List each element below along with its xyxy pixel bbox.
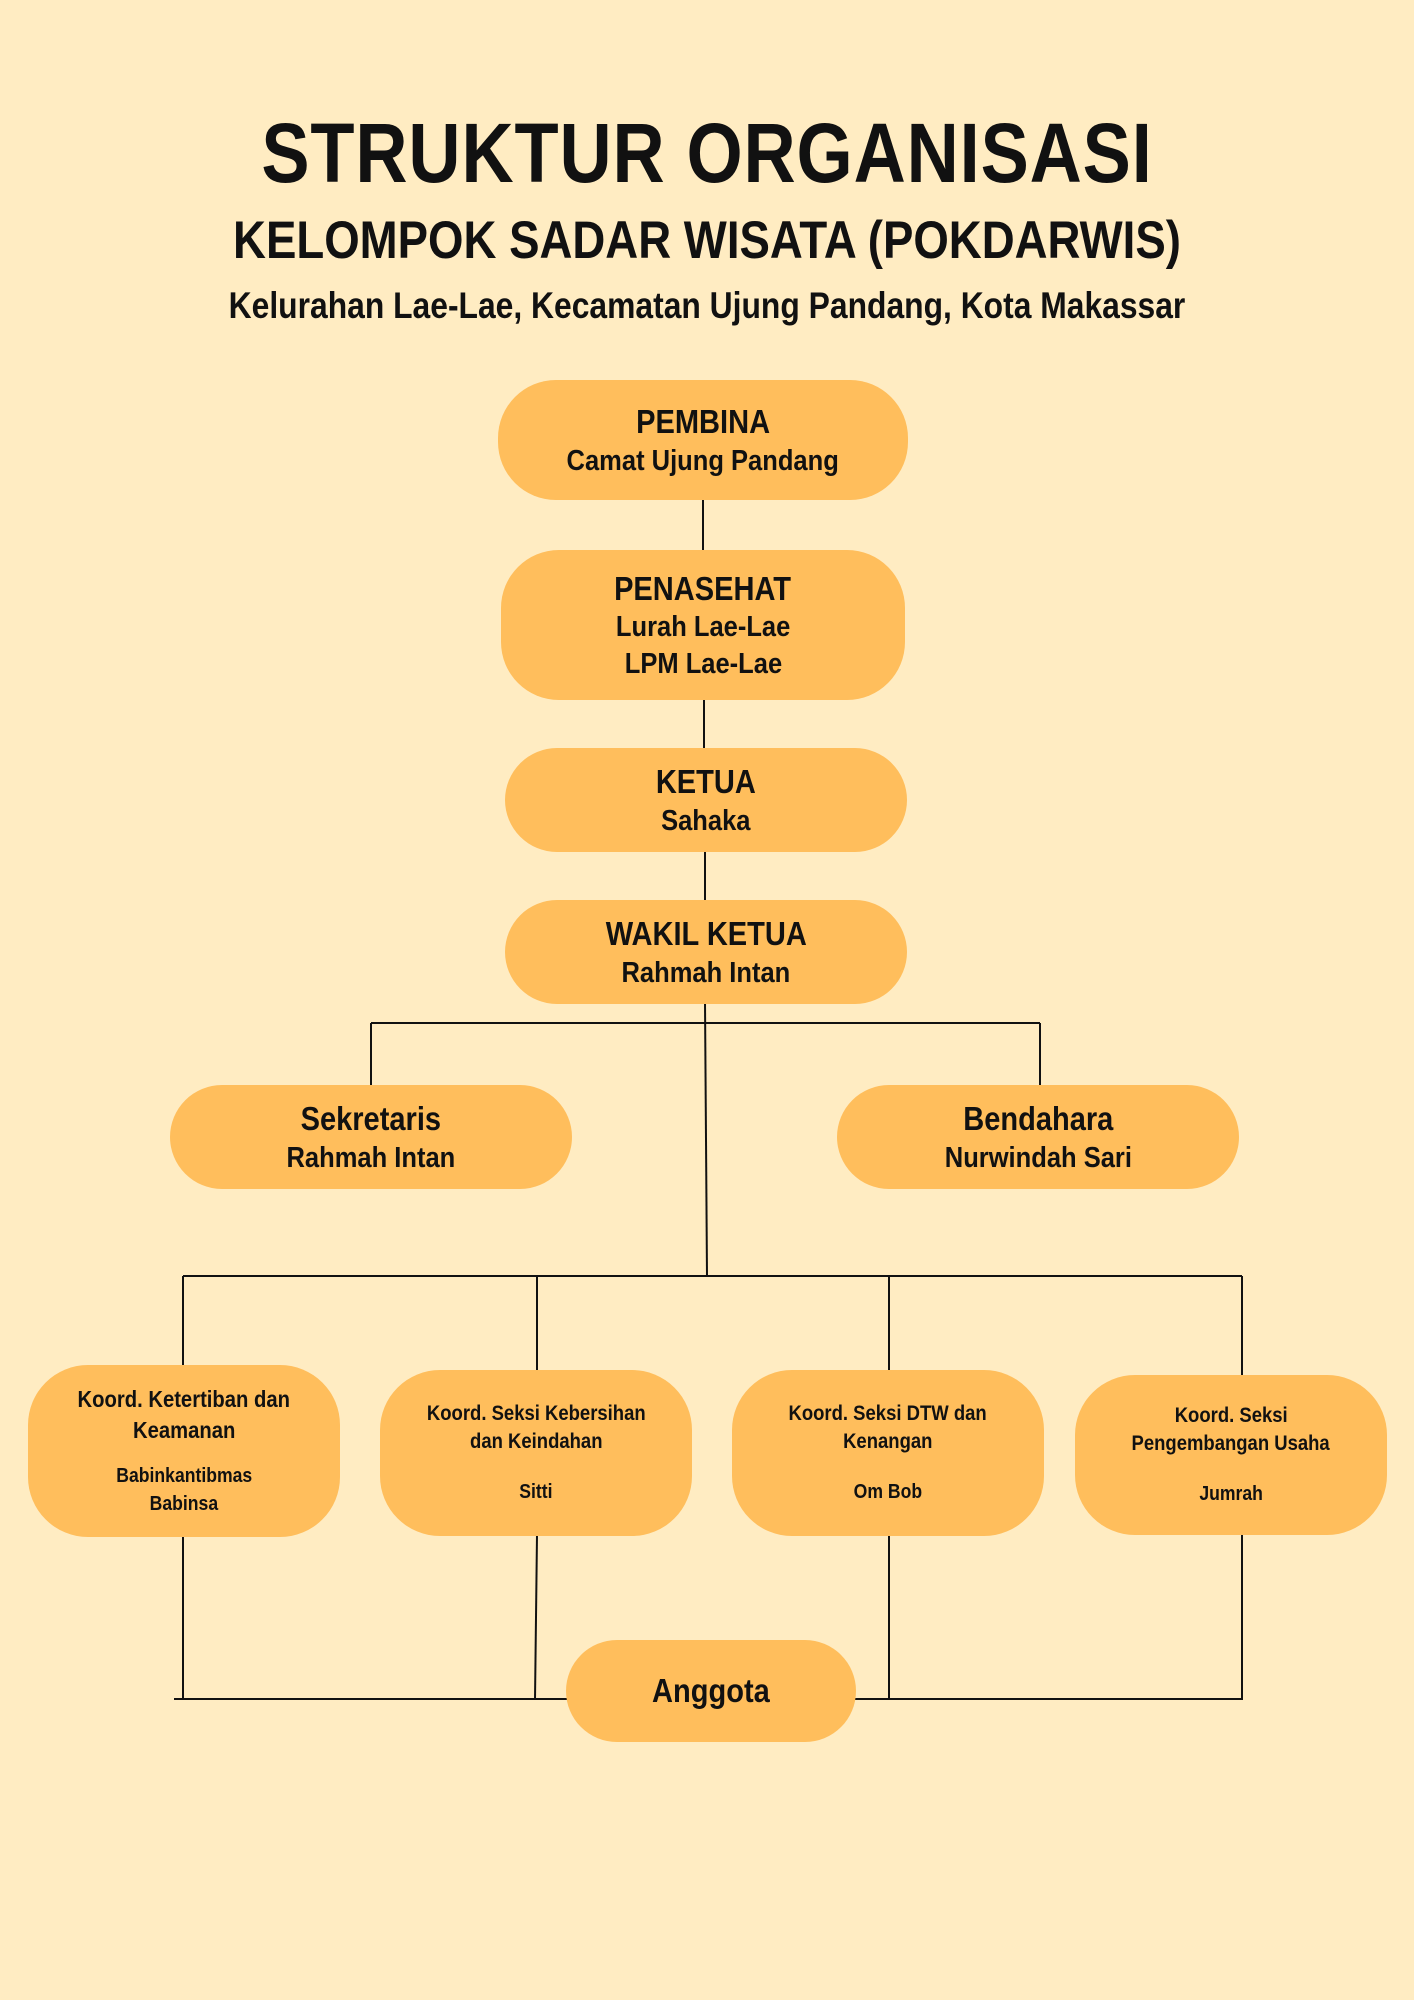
location-line: Kelurahan Lae-Lae, Kecamatan Ujung Panda… [228,285,1186,326]
node-role: Koord. Seksi [1174,1403,1288,1427]
node-name: Nurwindah Sari [944,1141,1132,1174]
node-ketua: KETUA Sahaka [505,748,907,852]
node-bendahara: Bendahara Nurwindah Sari [837,1085,1239,1189]
node-name: Babinkantibmas [116,1465,252,1488]
node-koord-usaha: Koord. Seksi Pengembangan Usaha Jumrah [1075,1375,1387,1535]
node-anggota: Anggota [566,1640,856,1742]
node-role: Koord. Seksi Kebersihan [426,1401,646,1425]
node-role: Sekretaris [300,1100,442,1138]
node-role: Kenangan [843,1430,933,1453]
node-role: Bendahara [962,1100,1114,1138]
page-subtitle: KELOMPOK SADAR WISATA (POKDARWIS) [233,211,1181,270]
node-penasehat: PENASEHAT Lurah Lae-Lae LPM Lae-Lae [501,550,905,700]
node-role: PEMBINA [636,403,770,441]
node-name: Camat Ujung Pandang [566,444,840,477]
node-koord-kebersihan: Koord. Seksi Kebersihan dan Keindahan Si… [380,1370,692,1536]
node-role: Koord. Seksi DTW dan [788,1401,988,1425]
node-name: Rahmah Intan [621,956,791,989]
node-role: Keamanan [132,1417,236,1443]
node-koord-dtw: Koord. Seksi DTW dan Kenangan Om Bob [732,1370,1044,1536]
node-name: Sahaka [661,804,751,837]
node-role: Pengembangan Usaha [1131,1432,1331,1455]
line-koord-2-down [534,1534,538,1701]
node-role: WAKIL KETUA [605,915,807,953]
line-wakil-trunk [704,1001,708,1277]
node-name: Babinsa [149,1493,219,1516]
node-role: PENASEHAT [614,570,792,608]
node-role: Koord. Ketertiban dan [77,1385,291,1412]
node-name: Lurah Lae-Lae [615,611,791,644]
node-role: Anggota [652,1672,770,1710]
node-name: Sitti [519,1481,553,1504]
node-role: dan Keindahan [469,1430,603,1453]
node-name: Jumrah [1199,1483,1263,1506]
node-sekretaris: Sekretaris Rahmah Intan [170,1085,572,1189]
node-name: Om Bob [853,1481,923,1504]
node-name: Rahmah Intan [286,1141,456,1174]
node-role: KETUA [655,763,757,801]
node-wakil-ketua: WAKIL KETUA Rahmah Intan [505,900,907,1004]
node-koord-ketertiban: Koord. Ketertiban dan Keamanan Babinkant… [28,1365,340,1537]
node-name: LPM Lae-Lae [624,647,782,680]
page-title: STRUKTUR ORGANISASI [261,106,1153,200]
node-pembina: PEMBINA Camat Ujung Pandang [498,380,908,500]
